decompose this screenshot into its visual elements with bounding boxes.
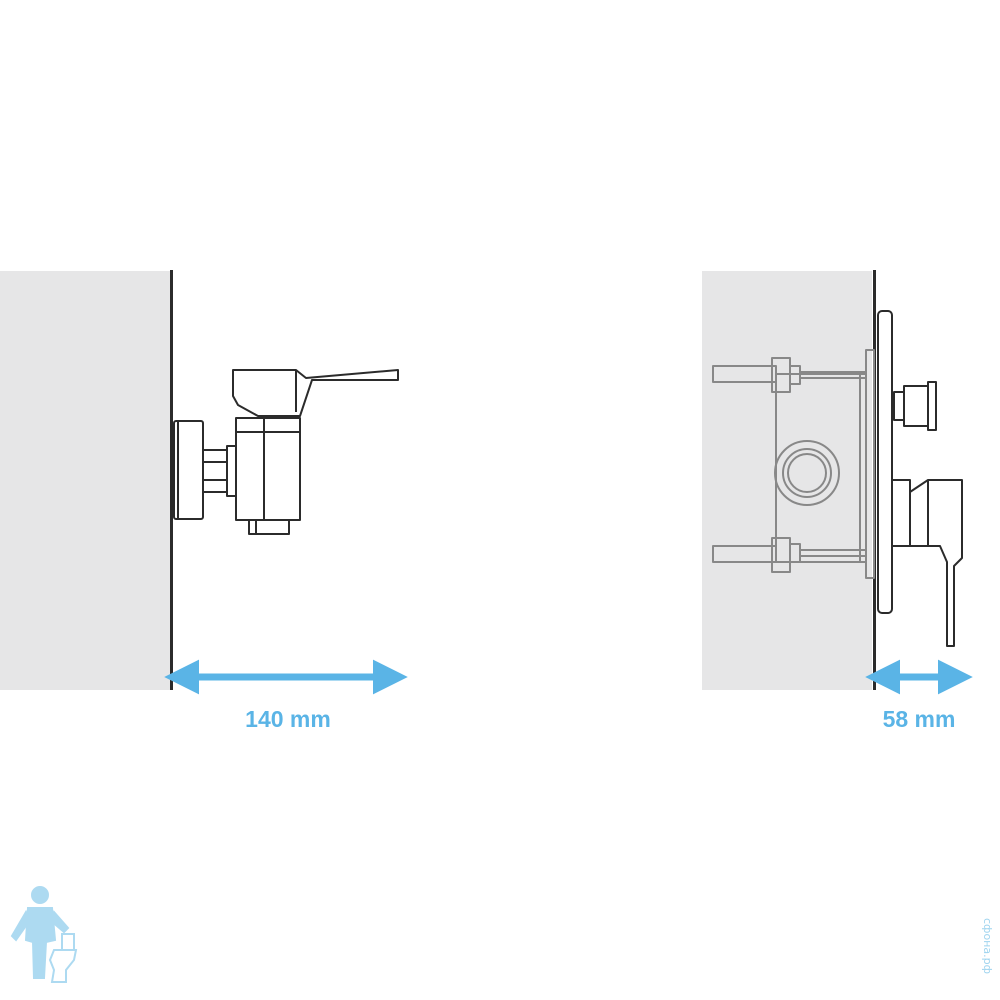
trim-plate-and-lever-icon [877, 310, 963, 647]
exposed-mixer-icon [173, 369, 399, 535]
dimension-label: 58 mm [883, 706, 956, 732]
concealed-mixer-diagram: 58 mm [702, 270, 973, 732]
concealed-box-icon [712, 349, 875, 579]
dimension-label: 140 mm [245, 706, 331, 732]
wall-section [0, 271, 170, 690]
watermark-text: сфона.рф [981, 918, 994, 974]
depth-dimension-140: 140 mm [164, 659, 408, 732]
plumber-with-toilet-icon [10, 886, 78, 983]
depth-dimension-58: 58 mm [865, 659, 973, 732]
surface-mounted-mixer-diagram: 140 mm [0, 270, 408, 732]
